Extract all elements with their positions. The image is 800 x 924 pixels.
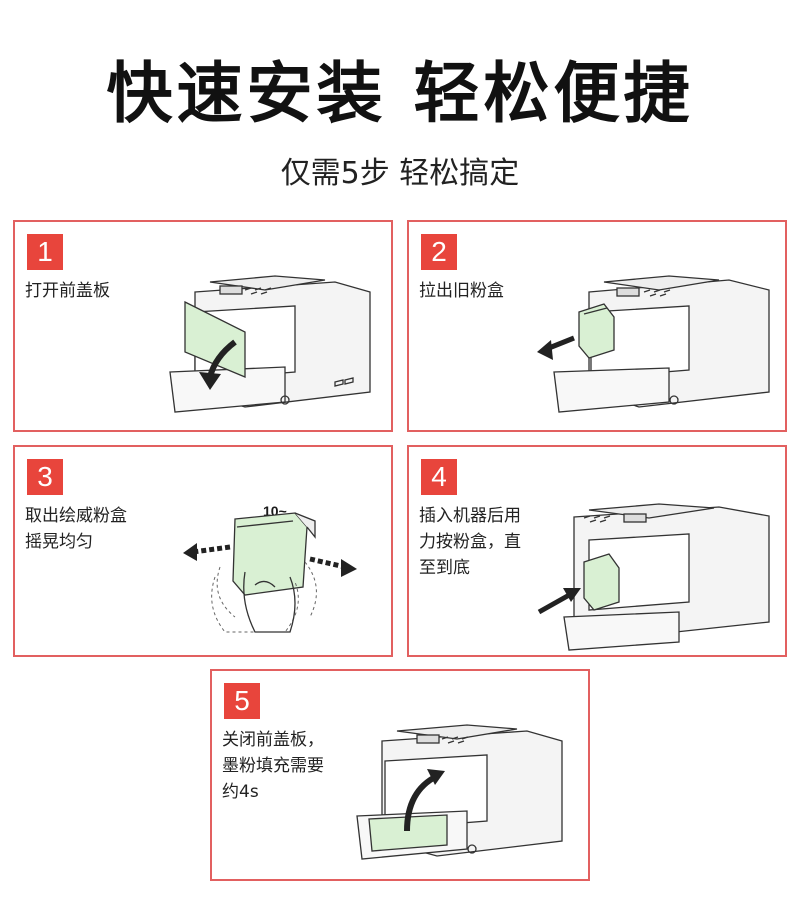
- page-title: 快速安装 轻松便捷: [106, 55, 694, 132]
- step-card-2: 2 拉出旧粉盒: [407, 220, 787, 432]
- step-number-badge: 4: [421, 459, 457, 495]
- step-number-badge: 2: [421, 234, 457, 270]
- step-caption: 打开前盖板: [25, 281, 110, 301]
- step-card-1: 1 打开前盖板: [13, 220, 393, 432]
- step-caption: 关闭前盖板， 墨粉填充需要 约4s: [222, 730, 324, 802]
- step-number-badge: 3: [27, 459, 63, 495]
- step-number-badge: 1: [27, 234, 63, 270]
- step-number-badge: 5: [224, 683, 260, 719]
- step-card-5: 5 关闭前盖板， 墨粉填充需要 约4s: [210, 669, 590, 881]
- step-card-4: 4 插入机器后用 力按粉盒，直 至到底: [407, 445, 787, 657]
- printer-insert-cartridge-illustration: [529, 502, 779, 652]
- step-card-3: 3 取出绘威粉盒 摇晃均匀 10~: [13, 445, 393, 657]
- page-subtitle: 仅需5步 轻松搞定: [280, 156, 520, 191]
- step-caption: 插入机器后用 力按粉盒，直 至到底: [419, 506, 521, 578]
- step-caption: 取出绘威粉盒 摇晃均匀: [25, 506, 127, 552]
- printer-close-cover-illustration: [347, 721, 577, 871]
- printer-remove-cartridge-illustration: [519, 272, 779, 422]
- shake-cartridge-illustration: [175, 507, 365, 637]
- step-caption: 拉出旧粉盒: [419, 281, 504, 301]
- printer-open-cover-illustration: [155, 272, 385, 422]
